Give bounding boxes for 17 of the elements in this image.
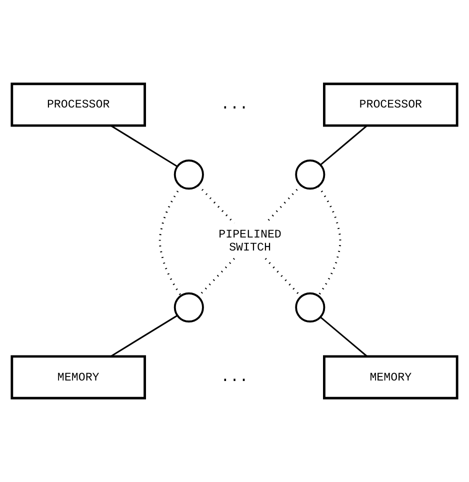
node-text: PIPELINED SWITCH (218, 228, 282, 254)
node-box: MEMORY (323, 355, 458, 400)
node-circle (174, 292, 204, 322)
node-circle (295, 160, 326, 190)
node-box: MEMORY (10, 355, 146, 400)
node-circle (174, 160, 204, 190)
connector (158, 186, 182, 296)
label: ... (220, 368, 248, 386)
connector (110, 125, 178, 168)
connector (110, 315, 178, 357)
node-box: PROCESSOR (323, 82, 458, 127)
connector (320, 316, 368, 357)
connector (320, 125, 368, 166)
connector (318, 186, 342, 296)
node-circle (295, 292, 326, 322)
label: ... (220, 95, 248, 114)
node-box: PROCESSOR (10, 82, 146, 127)
